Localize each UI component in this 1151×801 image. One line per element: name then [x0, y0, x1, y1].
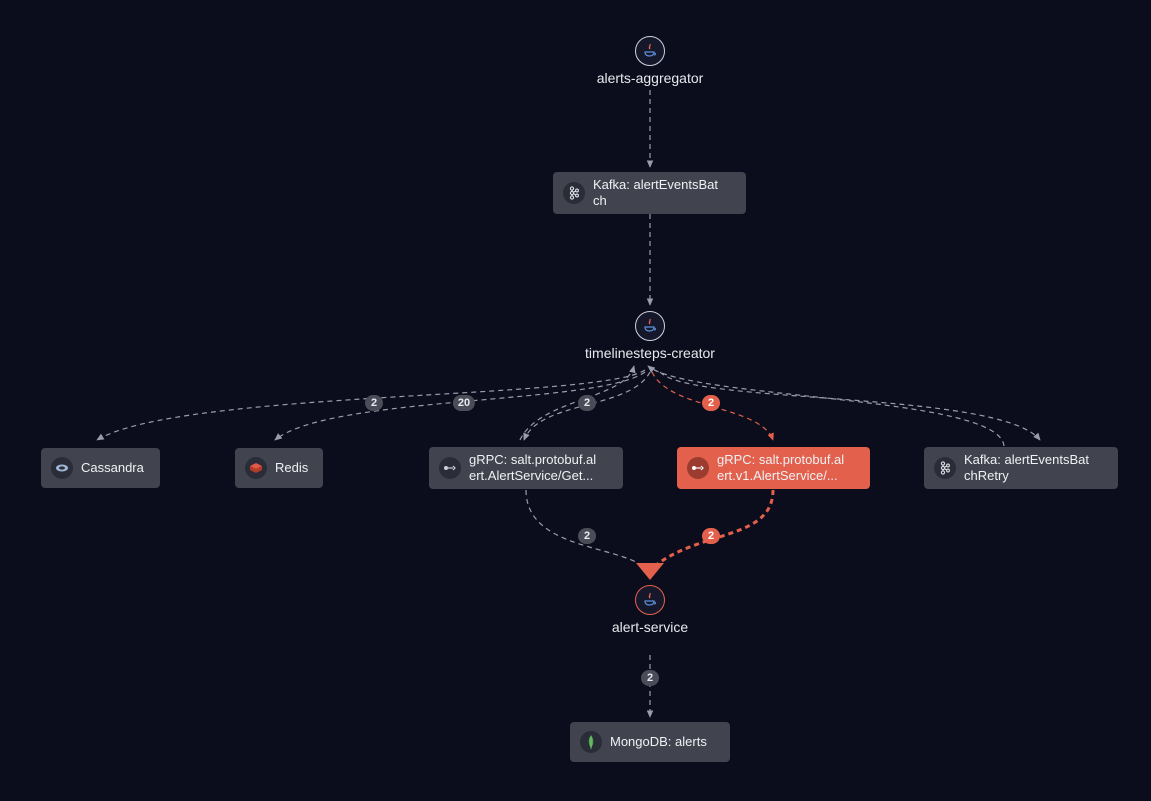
node-cassandra[interactable]: Cassandra: [41, 448, 160, 488]
edge-grpc-get-alert: [525, 489, 646, 569]
node-label-line1: gRPC: salt.protobuf.al: [717, 452, 845, 467]
edge-count-badge-grpc-v1[interactable]: 2: [702, 395, 720, 411]
edge-count-badge-redis[interactable]: 20: [452, 395, 476, 411]
java-icon: [635, 311, 665, 341]
service-name: alerts-aggregator: [596, 70, 704, 86]
edge-grpc-get-timeline: [519, 365, 636, 441]
service-alerts-aggregator[interactable]: alerts-aggregator: [570, 36, 730, 86]
node-label-line2: ert.v1.AlertService/...: [717, 468, 838, 483]
service-name: timelinesteps-creator: [585, 345, 715, 361]
grpc-icon: [687, 457, 709, 479]
edge-count-badge-cassandra[interactable]: 2: [365, 395, 383, 411]
node-label-line2: ch: [593, 193, 607, 208]
node-label-line2: ert.AlertService/Get...: [469, 468, 594, 483]
grpc-icon: [439, 457, 461, 479]
edge-grpc-v1-alert: [654, 489, 775, 568]
node-label-line1: gRPC: salt.protobuf.al: [469, 452, 597, 467]
java-icon: [635, 36, 665, 66]
kafka-icon: [934, 457, 956, 479]
service-alert-service[interactable]: alert-service: [570, 585, 730, 635]
alert-error-arrowhead: [636, 563, 664, 580]
node-label-line2: chRetry: [964, 468, 1009, 483]
service-name: alert-service: [611, 619, 689, 635]
redis-icon: [245, 457, 267, 479]
node-redis[interactable]: Redis: [235, 448, 323, 488]
edge-count-badge-grpc-get[interactable]: 2: [578, 395, 596, 411]
service-timelinesteps-creator[interactable]: timelinesteps-creator: [560, 311, 740, 361]
edge-timeline-cassandra: [96, 369, 646, 441]
edge-count-badge-grpc-get-alert[interactable]: 2: [578, 528, 596, 544]
java-icon: [635, 585, 665, 615]
cassandra-icon: [51, 457, 73, 479]
node-kafka-alert-events-batch-retry[interactable]: Kafka: alertEventsBat chRetry: [924, 447, 1118, 489]
edge-count-badge-mongo[interactable]: 2: [641, 670, 659, 686]
node-kafka-alert-events-batch[interactable]: Kafka: alertEventsBat ch: [553, 172, 746, 214]
node-label-line1: Kafka: alertEventsBat: [593, 177, 719, 192]
node-grpc-alert-service-get[interactable]: gRPC: salt.protobuf.al ert.AlertService/…: [429, 447, 623, 489]
node-label-line1: Redis: [275, 460, 309, 475]
node-label-line1: Cassandra: [81, 460, 144, 475]
edge-count-badge-grpc-v1-alert[interactable]: 2: [702, 528, 720, 544]
edge-timeline-kafka-retry: [659, 371, 1041, 441]
node-mongodb-alerts[interactable]: MongoDB: alerts: [570, 722, 730, 762]
mongodb-leaf-icon: [580, 731, 602, 753]
edge-kafka-retry-timeline: [647, 365, 1005, 447]
node-label-line1: Kafka: alertEventsBat: [964, 452, 1090, 467]
node-label-line1: MongoDB: alerts: [610, 734, 707, 749]
node-grpc-alert-service-v1[interactable]: gRPC: salt.protobuf.al ert.v1.AlertServi…: [677, 447, 870, 489]
kafka-icon: [563, 182, 585, 204]
